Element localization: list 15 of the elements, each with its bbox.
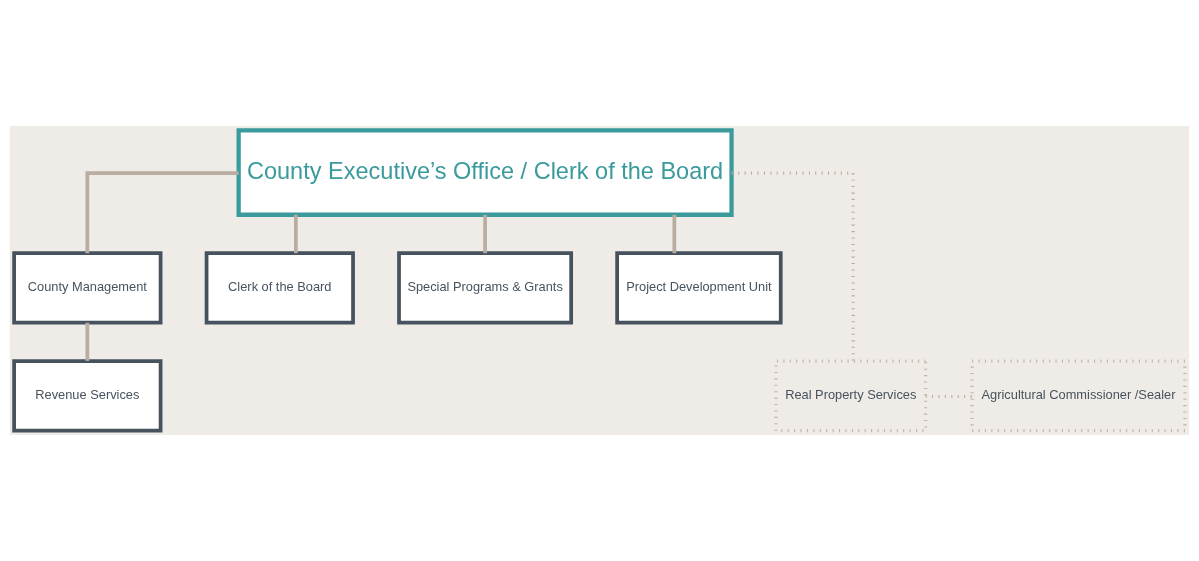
connector — [731, 171, 855, 362]
node-box: County Executive’s Office / Clerk of the Board — [236, 128, 734, 217]
connector — [483, 214, 487, 254]
node-box: Clerk of the Board — [204, 251, 355, 325]
node-box: Special Programs & Grants — [397, 251, 574, 325]
connector — [85, 322, 90, 361]
node-box: Agricultural Commissioner /Sealer — [970, 359, 1187, 433]
connector — [925, 394, 972, 399]
node-box: Project Development Unit — [615, 251, 783, 325]
connector — [85, 171, 239, 254]
node-box: Real Property Services — [774, 359, 928, 433]
connector — [672, 214, 677, 254]
node-box: County Management — [12, 251, 163, 325]
connector — [294, 214, 298, 254]
node-box: Revenue Services — [12, 359, 163, 433]
